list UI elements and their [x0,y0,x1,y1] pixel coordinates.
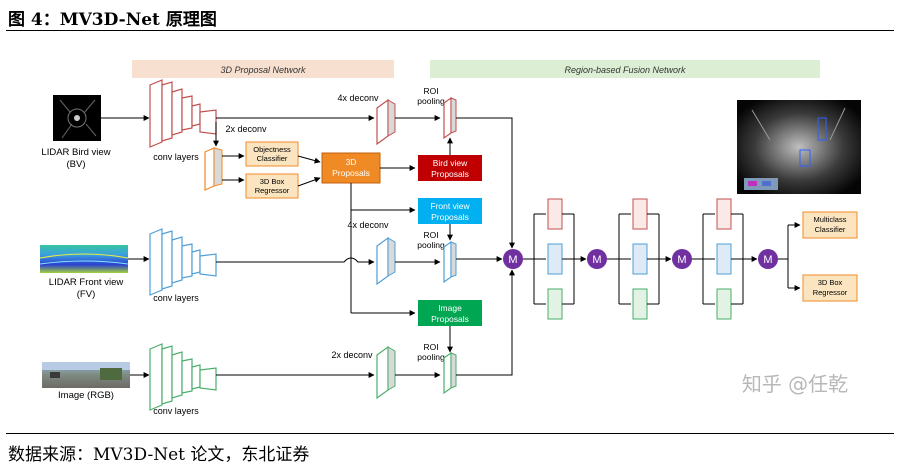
fv-label-line1: LIDAR Front view [49,277,124,288]
bv-deconv-feature [376,98,396,146]
3d-proposals-box: 3D Proposals [321,152,381,184]
rgb-label: Image (RGB) [58,390,114,401]
svg-text:Front view: Front view [430,201,470,211]
svg-text:3D Box: 3D Box [260,177,285,186]
merge-node-2: M [592,254,601,266]
fv-conv-label: conv layers [153,293,199,303]
figure-source: 数据来源：MV3D-Net 论文，东北证券 [8,445,310,465]
svg-text:Bird view: Bird view [433,158,468,168]
rgb-roi-label-2: pooling [417,352,445,362]
fv-label-line2: (FV) [77,289,95,300]
bv-label-line2: (BV) [67,159,86,170]
bv-roi-feature [443,96,457,140]
fv-deconv-feature [376,236,396,286]
front-view-input-image [39,245,129,273]
rgb-deconv-feature [376,345,396,400]
bird-view-proposals-box: Bird view Proposals [418,155,482,181]
svg-text:Multiclass: Multiclass [814,215,847,224]
figure-title: 图 4：MV3D-Net 原理图 [8,10,217,30]
final-box-regressor: 3D Box Regressor [802,274,858,302]
fv-roi-label-1: ROI [423,230,438,240]
bird-view-input-image [53,95,101,141]
merge-node-1: M [508,254,517,266]
rgb-conv-label: conv layers [153,406,199,416]
proposal-network-banner: 3D Proposal Network [132,60,394,78]
proposal-feature-map [204,147,223,191]
top-rule [6,30,894,31]
svg-text:Regressor: Regressor [813,288,848,297]
fv-roi-label-2: pooling [417,240,445,250]
proposal-deconv-label: 2x deconv [225,124,267,134]
fv-deconv-label: 4x deconv [347,220,389,230]
svg-text:Proposals: Proposals [431,169,469,179]
rgb-input-image [42,362,130,388]
bv-deconv-label: 4x deconv [337,93,379,103]
svg-text:Classifier: Classifier [257,154,288,163]
proposal-box-regressor: 3D Box Regressor [245,173,299,199]
rgb-roi-feature [443,351,457,395]
rgb-deconv-label: 2x deconv [331,350,373,360]
objectness-classifier-box: Objectness Classifier [245,141,299,167]
bv-label-line1: LIDAR Bird view [41,147,110,158]
bv-roi-label-1: ROI [423,86,438,96]
rgb-roi-label-1: ROI [423,342,438,352]
svg-text:Proposals: Proposals [431,212,469,222]
fusion-network-banner: Region-based Fusion Network [430,60,820,78]
fusion-network: M M M M [503,198,801,320]
proposal-banner-label: 3D Proposal Network [220,65,306,75]
bv-roi-label-2: pooling [417,96,445,106]
image-proposals-box: Image Proposals [418,300,482,326]
output-point-cloud-image [737,100,861,194]
fv-conv-stack [149,228,217,296]
svg-text:Classifier: Classifier [815,225,846,234]
svg-text:Regressor: Regressor [255,186,290,195]
front-view-proposals-box: Front view Proposals [418,198,482,224]
svg-text:3D: 3D [346,157,357,167]
svg-text:3D Box: 3D Box [818,278,843,287]
fusion-banner-label: Region-based Fusion Network [564,65,686,75]
merge-node-4: M [763,254,772,266]
svg-text:Image: Image [438,303,462,313]
fv-roi-feature [443,240,457,284]
merge-node-3: M [677,254,686,266]
watermark: 知乎 @任乾 [742,372,848,396]
svg-text:Objectness: Objectness [253,145,291,154]
bv-conv-label: conv layers [153,152,199,162]
bottom-rule [6,433,894,434]
svg-text:Proposals: Proposals [332,168,370,178]
rgb-conv-stack [149,343,217,411]
svg-text:Proposals: Proposals [431,314,469,324]
multiclass-classifier-box: Multiclass Classifier [802,211,858,239]
bv-conv-stack [149,79,217,148]
